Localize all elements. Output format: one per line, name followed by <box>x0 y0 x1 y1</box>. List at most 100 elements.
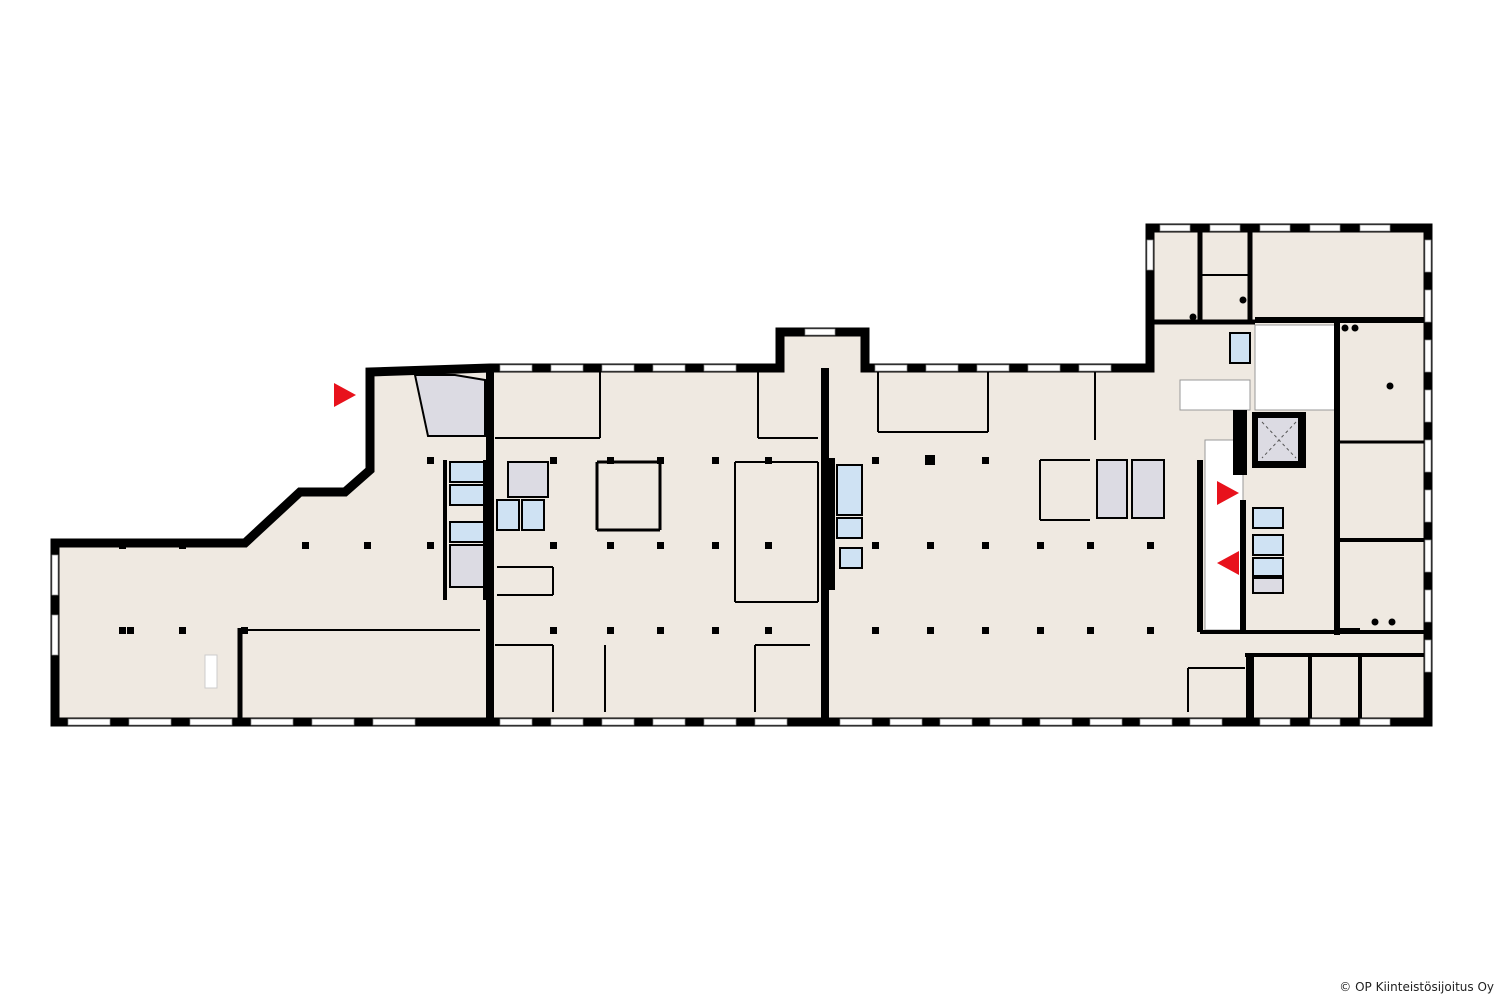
column <box>550 627 557 634</box>
stairwell <box>1179 379 1251 411</box>
window <box>652 364 686 372</box>
window <box>1078 364 1112 372</box>
window <box>1309 224 1341 232</box>
wet-room <box>1252 507 1284 529</box>
wet-room <box>1252 534 1284 556</box>
column <box>765 457 772 464</box>
column <box>607 627 614 634</box>
column <box>1087 542 1094 549</box>
column <box>765 542 772 549</box>
window <box>1359 718 1391 726</box>
window <box>1359 224 1391 232</box>
window <box>1039 718 1073 726</box>
window <box>1309 718 1341 726</box>
wet-room <box>521 499 545 531</box>
window <box>51 554 59 596</box>
column <box>1037 627 1044 634</box>
entrance-arrow-icon <box>1217 551 1239 575</box>
stairwell <box>1254 324 1336 411</box>
storage-room <box>507 461 549 498</box>
entrance-arrow-icon <box>334 383 356 407</box>
window <box>1424 589 1432 623</box>
pipe-dot <box>1351 324 1359 332</box>
column <box>179 627 186 634</box>
wet-room <box>449 521 486 543</box>
window <box>311 718 355 726</box>
window <box>1424 539 1432 573</box>
column <box>927 627 934 634</box>
window <box>128 718 172 726</box>
column <box>427 542 434 549</box>
wet-room <box>836 517 863 539</box>
window <box>1424 389 1432 423</box>
window <box>51 614 59 656</box>
window <box>839 718 873 726</box>
window <box>804 328 836 336</box>
window <box>754 718 788 726</box>
column <box>1147 542 1154 549</box>
column <box>657 542 664 549</box>
column <box>550 457 557 464</box>
interior-walls <box>237 232 1428 722</box>
window <box>1424 239 1432 273</box>
storage-room <box>1096 459 1128 519</box>
window <box>499 364 533 372</box>
column <box>364 542 371 549</box>
pipe-dot <box>1189 313 1197 321</box>
column <box>925 455 935 465</box>
storage-room <box>1131 459 1165 519</box>
pipe-dot <box>1371 618 1379 626</box>
window <box>601 718 635 726</box>
column <box>712 457 719 464</box>
elevator-shaft <box>1252 412 1306 468</box>
wet-room <box>836 464 863 516</box>
column <box>119 627 126 634</box>
window <box>601 364 635 372</box>
column <box>127 627 134 634</box>
column <box>982 457 989 464</box>
wet-room <box>496 499 520 531</box>
window <box>652 718 686 726</box>
window <box>703 364 737 372</box>
pipe-dot <box>1388 618 1396 626</box>
window <box>989 718 1023 726</box>
column <box>1147 627 1154 634</box>
wet-room <box>1229 332 1251 364</box>
window <box>939 718 973 726</box>
window <box>703 718 737 726</box>
column <box>872 457 879 464</box>
column <box>607 542 614 549</box>
counter <box>204 654 218 689</box>
column <box>872 542 879 549</box>
pipe-dot <box>1386 382 1394 390</box>
window <box>889 718 923 726</box>
column <box>982 542 989 549</box>
window <box>1209 224 1241 232</box>
storage-room <box>449 544 486 588</box>
window <box>874 364 908 372</box>
window <box>1424 289 1432 323</box>
columns <box>119 296 1396 689</box>
wet-room <box>839 547 863 569</box>
column <box>241 627 248 634</box>
elevator-cross <box>1261 421 1297 459</box>
column <box>302 542 309 549</box>
column <box>712 542 719 549</box>
column <box>1037 542 1044 549</box>
window <box>550 364 584 372</box>
window <box>550 718 584 726</box>
window <box>1424 489 1432 523</box>
column <box>1087 627 1094 634</box>
wet-room <box>449 461 486 483</box>
column <box>657 627 664 634</box>
floor-area <box>55 228 1428 722</box>
pipe-dot <box>1239 296 1247 304</box>
window <box>250 718 294 726</box>
column <box>427 457 434 464</box>
window <box>1189 718 1223 726</box>
window <box>925 364 959 372</box>
column <box>657 457 664 464</box>
column <box>872 627 879 634</box>
